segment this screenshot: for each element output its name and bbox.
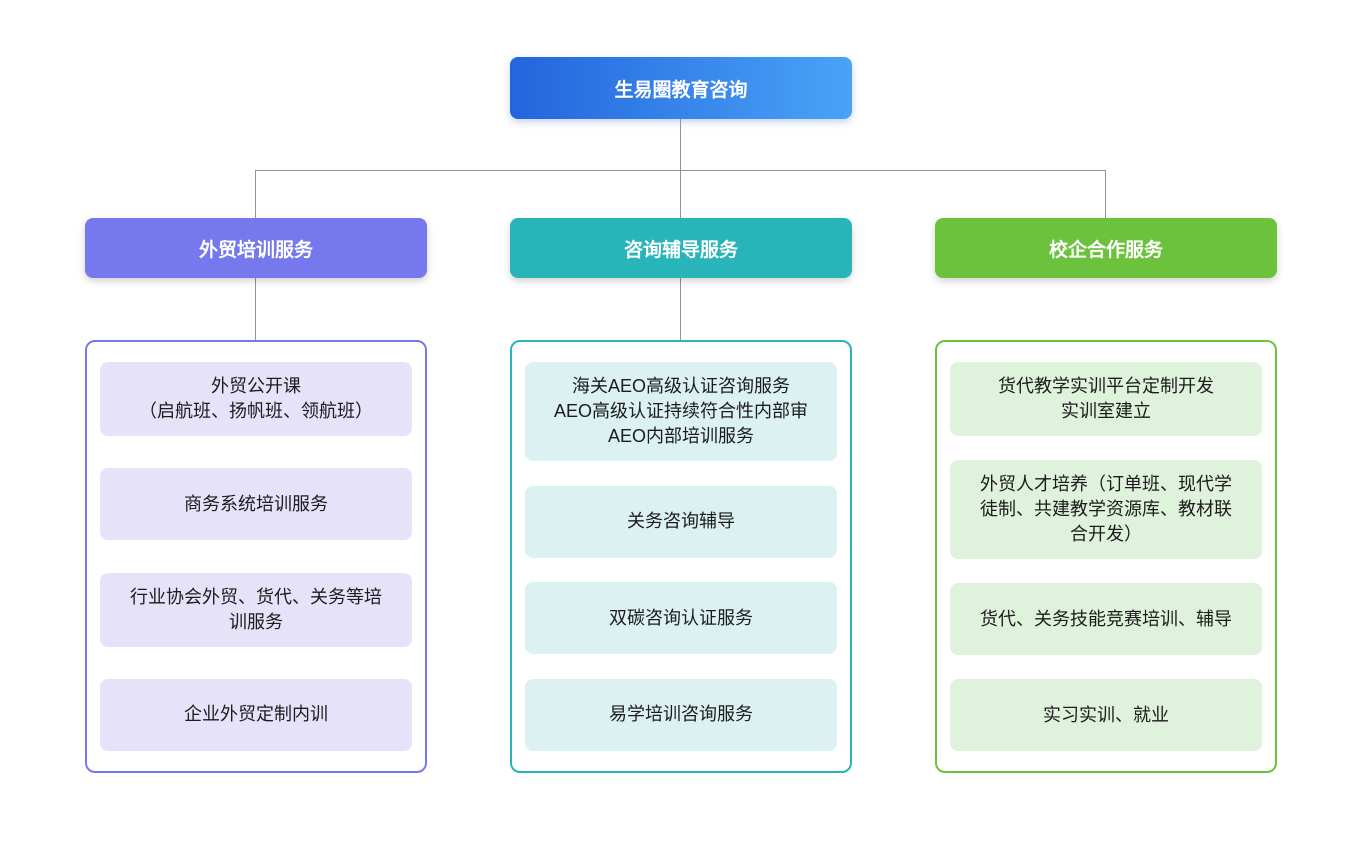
branch-header-label: 咨询辅导服务	[623, 239, 738, 261]
branch-header-trade-training: 外贸培训服务	[85, 218, 427, 278]
leaf-item: 关务咨询辅导	[525, 485, 837, 558]
connector-branch-0-stub	[255, 170, 256, 218]
branch-container-school-enterprise: 货代教学实训平台定制开发 实训室建立 外贸人才培养（订单班、现代学徒制、共建教学…	[935, 340, 1277, 773]
leaf-item: 双碳咨询认证服务	[525, 582, 837, 655]
leaf-item: 外贸公开课 （启航班、扬帆班、领航班）	[100, 362, 412, 436]
connector-branch-0-to-container	[255, 278, 256, 340]
connector-branch-2-stub	[1105, 170, 1106, 218]
root-node-label: 生易圈教育咨询	[614, 79, 748, 101]
leaf-item: 海关AEO高级认证咨询服务 AEO高级认证持续符合性内部审 AEO内部培训服务	[525, 362, 837, 461]
leaf-item: 货代、关务技能竞赛培训、辅导	[950, 583, 1262, 655]
leaf-item: 企业外贸定制内训	[100, 678, 412, 751]
branch-header-school-enterprise: 校企合作服务	[935, 218, 1277, 278]
leaf-item: 行业协会外贸、货代、关务等培训服务	[100, 572, 412, 647]
leaf-item: 商务系统培训服务	[100, 468, 412, 541]
connector-root-down	[680, 119, 681, 170]
leaf-item: 实习实训、就业	[950, 679, 1262, 751]
connector-branch-1-stub	[680, 170, 681, 218]
connector-branch-1-to-container	[680, 278, 681, 340]
leaf-item: 易学培训咨询服务	[525, 678, 837, 751]
branch-container-consulting: 海关AEO高级认证咨询服务 AEO高级认证持续符合性内部审 AEO内部培训服务 …	[510, 340, 852, 773]
branch-header-consulting: 咨询辅导服务	[510, 218, 852, 278]
branch-header-label: 外贸培训服务	[198, 239, 313, 261]
leaf-item: 外贸人才培养（订单班、现代学徒制、共建教学资源库、教材联合开发）	[950, 460, 1262, 559]
branch-container-trade-training: 外贸公开课 （启航班、扬帆班、领航班） 商务系统培训服务 行业协会外贸、货代、关…	[85, 340, 427, 773]
leaf-item: 货代教学实训平台定制开发 实训室建立	[950, 362, 1262, 436]
root-node: 生易圈教育咨询	[510, 57, 852, 119]
branch-header-label: 校企合作服务	[1048, 239, 1163, 261]
